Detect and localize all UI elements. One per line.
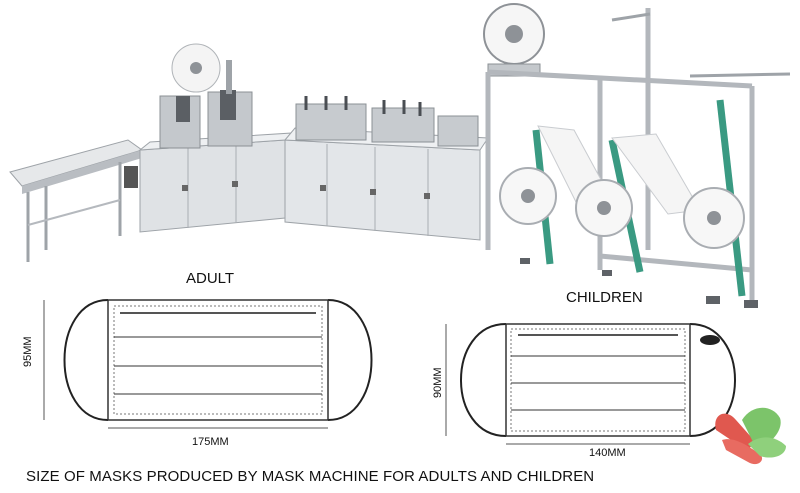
children-ear-loop [460,323,507,437]
adult-mask-body [107,299,329,421]
adult-ear-loop [63,299,109,421]
children-width-dimension: 140MM [589,447,626,459]
children-height-dimension: 90MM [432,367,444,398]
adult-width-dimension: 175MM [192,436,229,448]
handshake-logo-icon [715,407,786,465]
children-mask-body [505,323,691,437]
children-label: CHILDREN [566,289,643,306]
adult-height-dimension: 95MM [22,336,34,367]
children-mask-drawing [445,323,736,445]
cabinet-right [283,96,489,241]
diagram-caption: SIZE OF MASKS PRODUCED BY MASK MACHINE F… [26,468,595,485]
adult-mask-drawing [43,299,373,429]
cabinet-left [138,43,294,233]
unwind-stand [483,3,791,308]
adult-ear-loop [327,299,373,421]
mask-machine-illustration [9,3,791,308]
infeed-conveyor [9,139,144,262]
children-ear-loop [689,323,736,437]
adult-label: ADULT [186,270,235,287]
